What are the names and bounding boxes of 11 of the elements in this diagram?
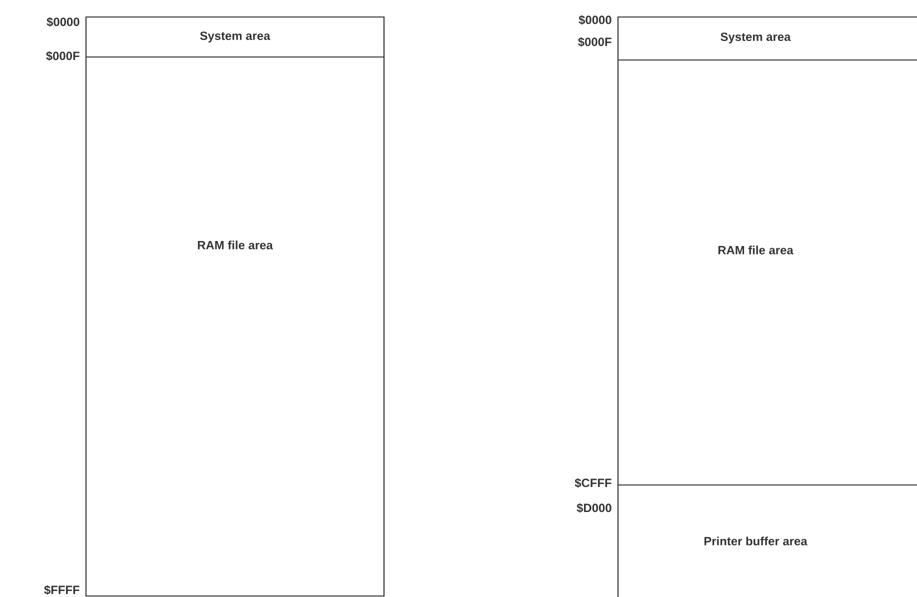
- memory-area-band: System area: [85, 16, 385, 58]
- memory-area-band: RAM file area: [85, 56, 385, 597]
- memory-area-band: RAM file area: [617, 59, 917, 486]
- address-label: $000F: [46, 51, 80, 61]
- address-label: $D000: [576, 503, 612, 513]
- address-label: $0000: [46, 17, 80, 27]
- memory-area-band: System area: [617, 16, 917, 61]
- address-label: $CFFF: [574, 478, 612, 488]
- address-label: $0000: [578, 15, 612, 25]
- address-label: $000F: [578, 37, 612, 47]
- memory-area-band: Printer buffer area: [617, 484, 917, 597]
